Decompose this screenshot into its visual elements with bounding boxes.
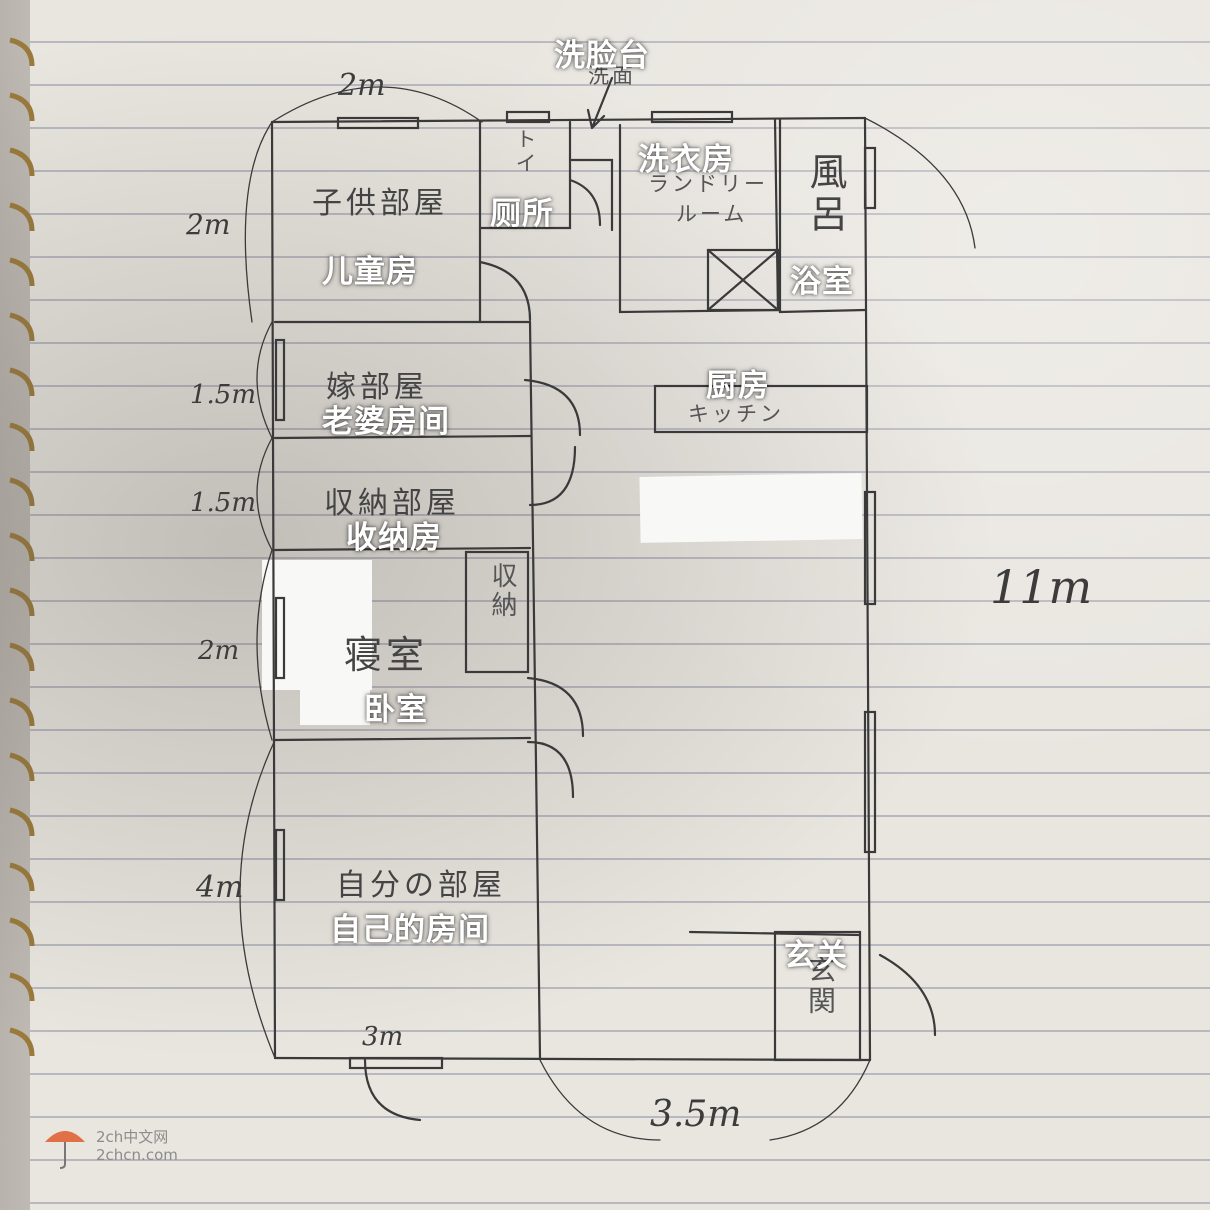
jp-bedroom: 寝室 xyxy=(344,633,429,677)
door-swing xyxy=(528,445,577,507)
spiral-binding xyxy=(9,37,35,1057)
wall-right xyxy=(863,116,872,1062)
kitchen-counter xyxy=(653,384,869,434)
watermark-line1: 2ch中文网 xyxy=(96,1128,169,1146)
window xyxy=(863,490,877,606)
window xyxy=(863,146,877,210)
label-washbasin: 洗脸台 xyxy=(554,38,650,74)
jp-bath: 風呂 xyxy=(803,152,847,236)
wall-bath-left xyxy=(778,118,867,314)
wall-storage-bottom xyxy=(273,546,532,552)
label-my-room: 自己的房间 xyxy=(330,912,490,948)
window xyxy=(274,596,286,680)
dimension-kids-side: 2m xyxy=(186,208,231,241)
label-toilet: 厕所 xyxy=(490,196,554,232)
jp-laundry-2: ルーム xyxy=(676,202,748,226)
jp-storage-room: 収納部屋 xyxy=(324,486,460,521)
jp-kitchen: キッチン xyxy=(688,402,784,426)
jp-kids-room: 子供部屋 xyxy=(312,186,448,221)
door-swing xyxy=(526,676,585,738)
window xyxy=(650,110,734,124)
dimension-storage-side: 1.5m xyxy=(190,488,257,518)
door-swing xyxy=(523,378,582,437)
watermark-logo-icon xyxy=(45,1131,85,1169)
label-entrance: 玄关 xyxy=(784,938,848,974)
washer-box xyxy=(706,248,780,312)
dimension-bottom-right: 3.5m xyxy=(650,1094,742,1135)
label-bathroom: 浴室 xyxy=(790,264,854,300)
wall-corridor xyxy=(528,320,542,1060)
window xyxy=(336,116,420,130)
dimension-bedroom-side: 2m xyxy=(198,636,240,666)
watermark: 2ch中文网 2chcn.com xyxy=(96,1128,178,1164)
tape-patch xyxy=(300,600,370,725)
wall-outer-left xyxy=(270,120,277,1060)
window xyxy=(505,110,551,124)
storage-closet xyxy=(464,550,530,674)
jp-storage: 収納 xyxy=(487,562,517,620)
jp-wife-room: 嫁部屋 xyxy=(326,370,428,405)
door-swing xyxy=(363,1058,422,1122)
door-swing xyxy=(478,260,532,322)
door-swing xyxy=(568,178,602,227)
wall-toilet xyxy=(478,120,572,230)
jp-entrance: 玄関 xyxy=(804,955,837,1017)
wall-bedroom-bottom xyxy=(273,736,532,742)
dimension-my-room-side: 4m xyxy=(196,870,244,905)
window xyxy=(348,1056,444,1070)
window xyxy=(274,828,286,902)
jp-my-room: 自分の部屋 xyxy=(336,868,506,903)
window xyxy=(863,710,877,854)
wall-top xyxy=(270,116,867,124)
label-storage-room: 收纳房 xyxy=(346,520,442,556)
dimension-total-right: 11m xyxy=(990,560,1093,614)
label-laundry: 洗衣房 xyxy=(638,142,734,178)
label-kitchen: 厨房 xyxy=(706,368,770,404)
jp-toilet: トイ xyxy=(513,128,537,176)
jp-washbasin: 洗面 xyxy=(588,64,636,88)
door-swing xyxy=(526,740,575,799)
dimension-top: 2m xyxy=(338,68,386,103)
watermark-line2: 2chcn.com xyxy=(96,1146,178,1164)
label-kids-room: 儿童房 xyxy=(322,254,418,290)
entrance-box xyxy=(773,930,862,1062)
door-swing xyxy=(878,953,937,1037)
label-bedroom: 卧室 xyxy=(364,692,428,728)
dimension-bottom-left: 3m xyxy=(362,1022,404,1052)
window xyxy=(274,338,286,422)
jp-laundry-1: ランドリー xyxy=(648,172,768,196)
label-wife-room: 老婆房间 xyxy=(322,404,450,440)
wall-wife-bottom xyxy=(273,434,532,440)
dimension-wife-side: 1.5m xyxy=(190,380,257,410)
